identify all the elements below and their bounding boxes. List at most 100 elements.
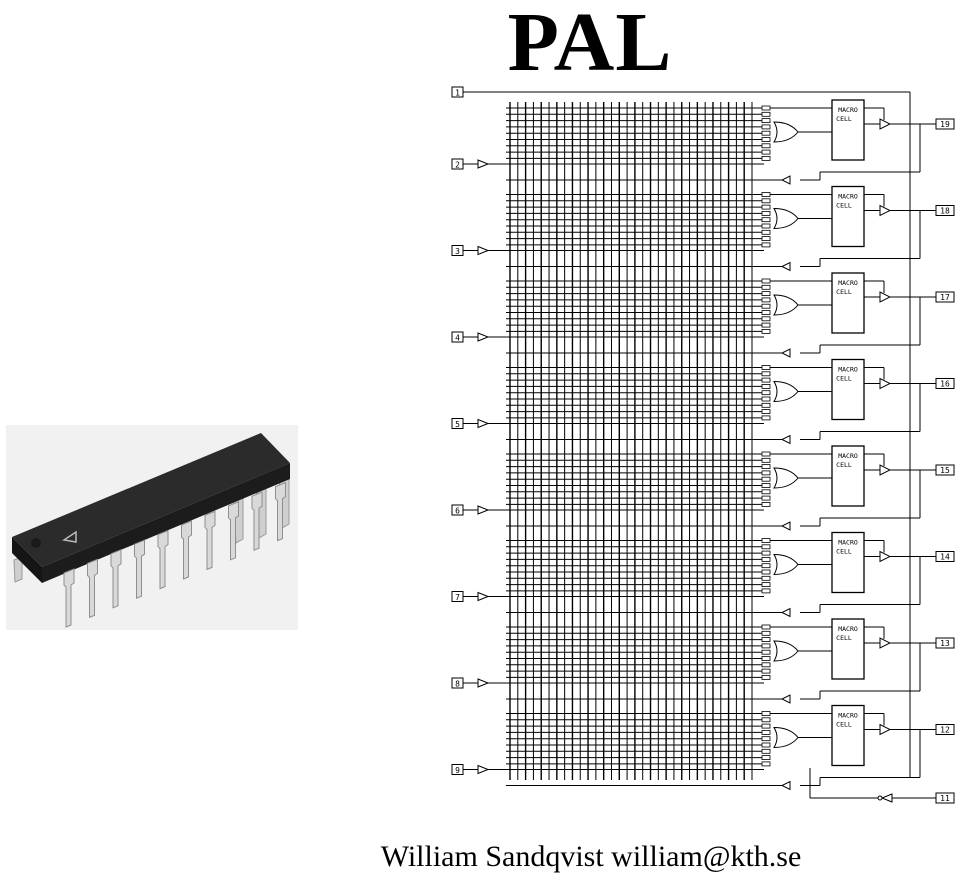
output-pin-box	[935, 551, 955, 562]
macro-cell-box	[831, 445, 865, 507]
fuse-box	[761, 501, 771, 507]
fuse-box	[761, 717, 771, 723]
macro-cell-label: CELL	[836, 375, 852, 383]
macro-cell-label: CELL	[836, 288, 852, 296]
dip-chip-photo	[6, 425, 298, 630]
pal-schematic: MACROCELL192MACROCELL183MACROCELL174MACR…	[451, 86, 955, 804]
fuse-box	[761, 556, 771, 562]
page-title: PAL	[507, 0, 673, 89]
output-pin-box	[935, 291, 955, 303]
chip-body-top	[12, 433, 290, 567]
chip-notch	[31, 538, 41, 548]
fuse-box	[761, 229, 771, 235]
macro-cell-box	[831, 531, 865, 594]
output-pin-label: 16	[940, 380, 950, 389]
fuse-box	[761, 649, 771, 655]
output-buffer-icon	[879, 637, 892, 649]
fuse-box	[761, 365, 771, 370]
macro-cell-label: MACRO	[838, 712, 858, 720]
input-pin-label: 8	[455, 680, 460, 689]
feedback-buffer-icon	[780, 780, 791, 791]
fuse-box	[761, 630, 771, 636]
output-buffer-icon	[879, 204, 892, 217]
fuse-box	[761, 383, 771, 389]
output-pin-label: 15	[940, 466, 950, 475]
or-gate-icon	[773, 553, 799, 576]
fuse-box	[761, 483, 771, 488]
fuse-box	[761, 730, 771, 735]
output-pin-label: 19	[940, 120, 950, 129]
output-pin-label: 12	[940, 726, 950, 735]
feedback-buffer-icon	[780, 607, 791, 618]
chip-pin	[157, 529, 169, 590]
fuse-box	[761, 322, 771, 328]
chip-pin	[181, 520, 192, 580]
fuse-box	[761, 415, 771, 421]
output-buffer-icon	[879, 377, 892, 390]
macro-cell-label: CELL	[836, 634, 852, 642]
fuse-box	[761, 588, 771, 594]
output-buffer-icon	[879, 550, 892, 563]
or-gate-icon	[773, 207, 799, 230]
fuse-box	[761, 377, 771, 383]
feedback-buffer-icon	[780, 694, 791, 704]
fuse-box	[761, 303, 771, 309]
macro-cell-label: MACRO	[838, 279, 858, 287]
page-footer: William Sandqvist william@kth.se	[380, 840, 802, 873]
input-pin-label: 6	[455, 507, 460, 516]
fuse-box	[761, 204, 771, 210]
output-pin-box	[935, 464, 955, 476]
macro-cell-label: MACRO	[838, 366, 858, 374]
fuse-box	[761, 105, 771, 111]
input-buffer-icon	[477, 418, 490, 429]
input-buffer-icon	[477, 245, 490, 256]
output-pin-box	[935, 724, 955, 735]
fuse-box	[761, 637, 771, 642]
or-gate-icon	[773, 640, 799, 662]
fuse-box	[761, 711, 771, 716]
pin-label-11: 11	[940, 794, 950, 803]
output-pin-label: 14	[940, 553, 950, 562]
macro-cell-box	[831, 358, 865, 421]
chip-body-front	[42, 463, 290, 583]
fuse-box	[761, 563, 771, 569]
chip-pin	[204, 510, 216, 571]
fuse-box	[761, 118, 771, 123]
fuse-box	[761, 656, 771, 661]
fuse-box	[761, 538, 771, 543]
fuse-box	[761, 476, 771, 482]
input-buffer-icon	[477, 764, 490, 775]
fuse-box	[761, 748, 771, 754]
fuse-box	[761, 137, 771, 142]
input-buffer-icon	[477, 332, 490, 342]
fuse-box	[761, 297, 771, 303]
fuse-box	[761, 409, 771, 415]
macro-cell-label: CELL	[836, 461, 852, 469]
input-pin-label: 9	[455, 766, 460, 775]
or-gate-icon	[773, 294, 799, 316]
chip-body-side	[12, 537, 42, 583]
schematic-top: 111	[451, 86, 955, 804]
input-buffer-icon	[477, 678, 490, 688]
fuse-box	[761, 402, 771, 408]
input-buffer-icon	[477, 591, 490, 602]
or-gate-icon	[773, 726, 799, 749]
or-gate-icon	[773, 121, 799, 143]
output-pin-label: 17	[940, 293, 950, 302]
fuse-box	[761, 736, 771, 742]
fuse-box	[761, 550, 771, 556]
pin-label-1: 1	[455, 89, 460, 98]
fuse-box	[761, 755, 771, 760]
chip-pin	[63, 568, 75, 628]
macro-cell-label: CELL	[836, 202, 852, 210]
or-gate-icon	[773, 467, 799, 489]
macro-cell-label: CELL	[836, 721, 852, 729]
chip-pin	[228, 501, 239, 561]
output-pin-box	[935, 118, 955, 130]
pin-box-11	[935, 792, 955, 804]
output-pin-label: 13	[940, 639, 950, 648]
